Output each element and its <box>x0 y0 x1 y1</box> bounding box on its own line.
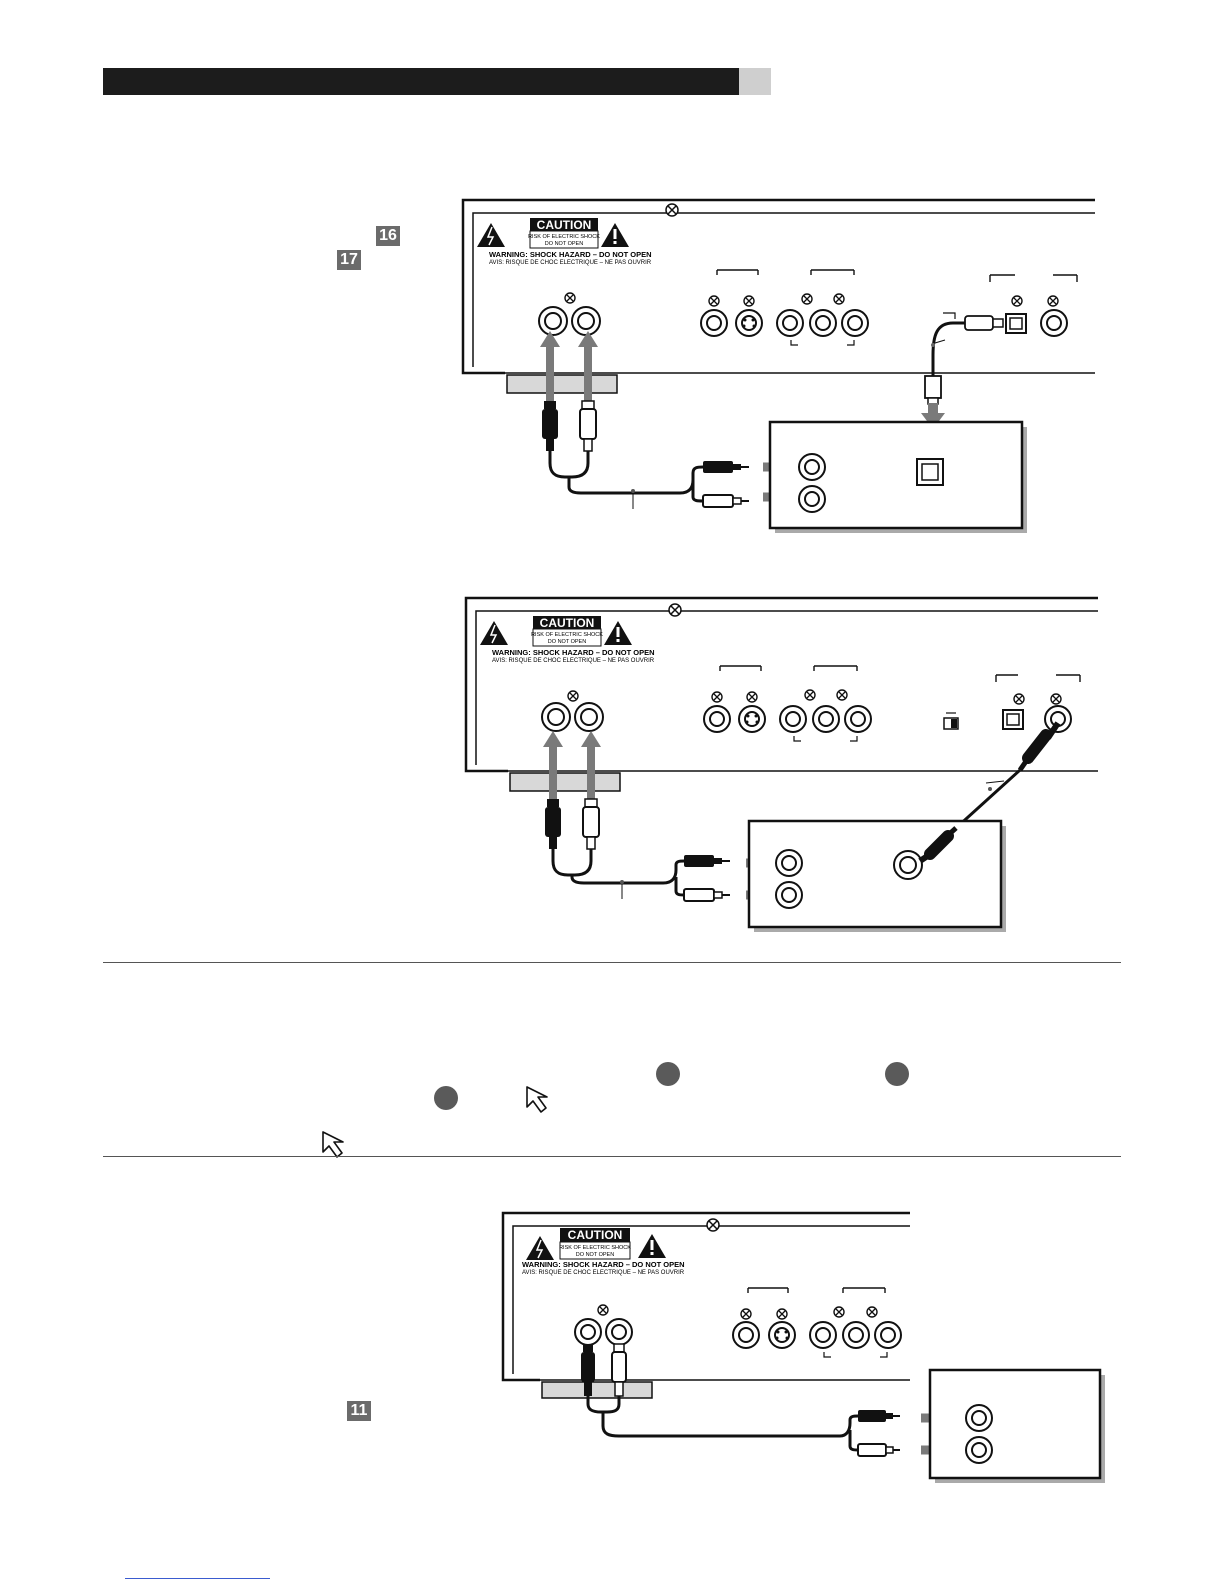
screw-icon <box>804 689 816 701</box>
caution-label: CAUTION RISK OF ELECTRIC SHOCK DO NOT OP… <box>522 1228 685 1276</box>
section-header-bar <box>103 68 739 95</box>
screw-icon <box>833 1306 845 1318</box>
bullet-marker-icon <box>656 1062 680 1086</box>
screw-icon <box>1050 693 1062 705</box>
rca-plug-left <box>542 401 558 451</box>
warning-text: WARNING: SHOCK HAZARD – DO NOT OPEN <box>522 1260 685 1269</box>
pointer-arrow-icon <box>322 1131 344 1158</box>
screw-icon <box>1013 693 1025 705</box>
caution-line1: RISK OF ELECTRIC SHOCK <box>528 234 600 240</box>
section-divider-top <box>103 962 1121 963</box>
caution-label: CAUTION RISK OF ELECTRIC SHOCK DO NOT OP… <box>480 616 655 664</box>
screw-icon <box>1047 295 1059 307</box>
screw-icon <box>833 293 845 305</box>
rca-plug-lower <box>683 888 730 902</box>
rca-plug-upper <box>858 1410 900 1422</box>
screw-icon <box>597 1304 609 1316</box>
video-output-jacks <box>732 1287 902 1358</box>
caution-title: CAUTION <box>540 616 595 630</box>
screw-icon <box>746 691 758 703</box>
video-output-jacks <box>700 269 869 346</box>
section-divider-bottom <box>103 1156 1121 1157</box>
caution-line2: DO NOT OPEN <box>576 1252 614 1258</box>
digital-output-jacks <box>943 674 1081 733</box>
rca-plug-left <box>545 799 561 849</box>
rca-plug-right <box>579 400 597 452</box>
screw-icon <box>801 293 813 305</box>
section-header-tab <box>739 68 771 95</box>
step-badge-17: 17 <box>337 250 361 270</box>
screw-icon <box>776 1308 788 1320</box>
coaxial-connection-diagram: CAUTION RISK OF ELECTRIC SHOCK DO NOT OP… <box>458 593 1098 938</box>
rca-plug-lower <box>702 494 749 508</box>
chassis-foot <box>541 1381 653 1399</box>
receiver-box <box>747 819 1006 932</box>
pointer-arrow-icon <box>526 1086 548 1113</box>
rca-plug-right <box>611 1343 627 1397</box>
screw-icon <box>866 1306 878 1318</box>
caution-line2: DO NOT OPEN <box>545 241 583 247</box>
caution-line2: DO NOT OPEN <box>548 639 586 645</box>
screw-icon <box>665 203 679 217</box>
avis-text: AVIS: RISQUE DE CHOC ELECTRIQUE – NE PAS… <box>522 1270 685 1276</box>
caution-line1: RISK OF ELECTRIC SHOCK <box>531 632 603 638</box>
analog-connection-diagram: CAUTION RISK OF ELECTRIC SHOCK DO NOT OP… <box>495 1208 1115 1498</box>
caution-title: CAUTION <box>568 1228 623 1242</box>
audio-output-jacks <box>541 690 604 732</box>
chassis-foot <box>509 772 621 792</box>
audio-output-jacks <box>538 292 601 336</box>
screw-icon <box>668 603 682 617</box>
caution-label: CAUTION RISK OF ELECTRIC SHOCK DO NOT OP… <box>477 218 652 266</box>
bullet-marker-icon <box>434 1086 458 1110</box>
caution-title: CAUTION <box>537 218 592 232</box>
screw-icon <box>743 295 755 307</box>
receiver-box <box>928 1368 1105 1483</box>
rca-plug-right <box>582 798 600 850</box>
switch-icon <box>943 712 959 730</box>
screw-icon <box>1011 295 1023 307</box>
screw-icon <box>836 689 848 701</box>
receiver-box <box>768 420 1027 533</box>
caution-line1: RISK OF ELECTRIC SHOCK <box>559 1245 631 1251</box>
screw-icon <box>567 690 579 702</box>
rca-plug-upper <box>684 855 730 867</box>
video-output-jacks <box>703 665 872 742</box>
digital-output-jacks <box>931 274 1078 375</box>
screw-icon <box>706 1218 720 1232</box>
screw-icon <box>711 691 723 703</box>
coax-plug-top <box>1017 721 1061 772</box>
bullet-marker-icon <box>885 1062 909 1086</box>
step-badge-11: 11 <box>347 1401 371 1421</box>
warning-text: WARNING: SHOCK HAZARD – DO NOT OPEN <box>489 250 652 259</box>
screw-icon <box>740 1308 752 1320</box>
avis-text: AVIS: RISQUE DE CHOC ELECTRIQUE – NE PAS… <box>489 260 652 266</box>
audio-output-jacks <box>574 1304 633 1346</box>
avis-text: AVIS: RISQUE DE CHOC ELECTRIQUE – NE PAS… <box>492 658 655 664</box>
rca-plug-lower <box>857 1443 900 1457</box>
optical-connection-diagram: CAUTION RISK OF ELECTRIC SHOCK DO NOT OP… <box>455 195 1095 540</box>
chassis-foot <box>506 374 618 394</box>
rca-plug-left <box>581 1344 595 1396</box>
step-badge-16: 16 <box>376 226 400 246</box>
screw-icon <box>564 292 576 304</box>
warning-text: WARNING: SHOCK HAZARD – DO NOT OPEN <box>492 648 655 657</box>
screw-icon <box>708 295 720 307</box>
footer-link-underline <box>125 1578 270 1579</box>
rca-plug-upper <box>703 461 749 473</box>
